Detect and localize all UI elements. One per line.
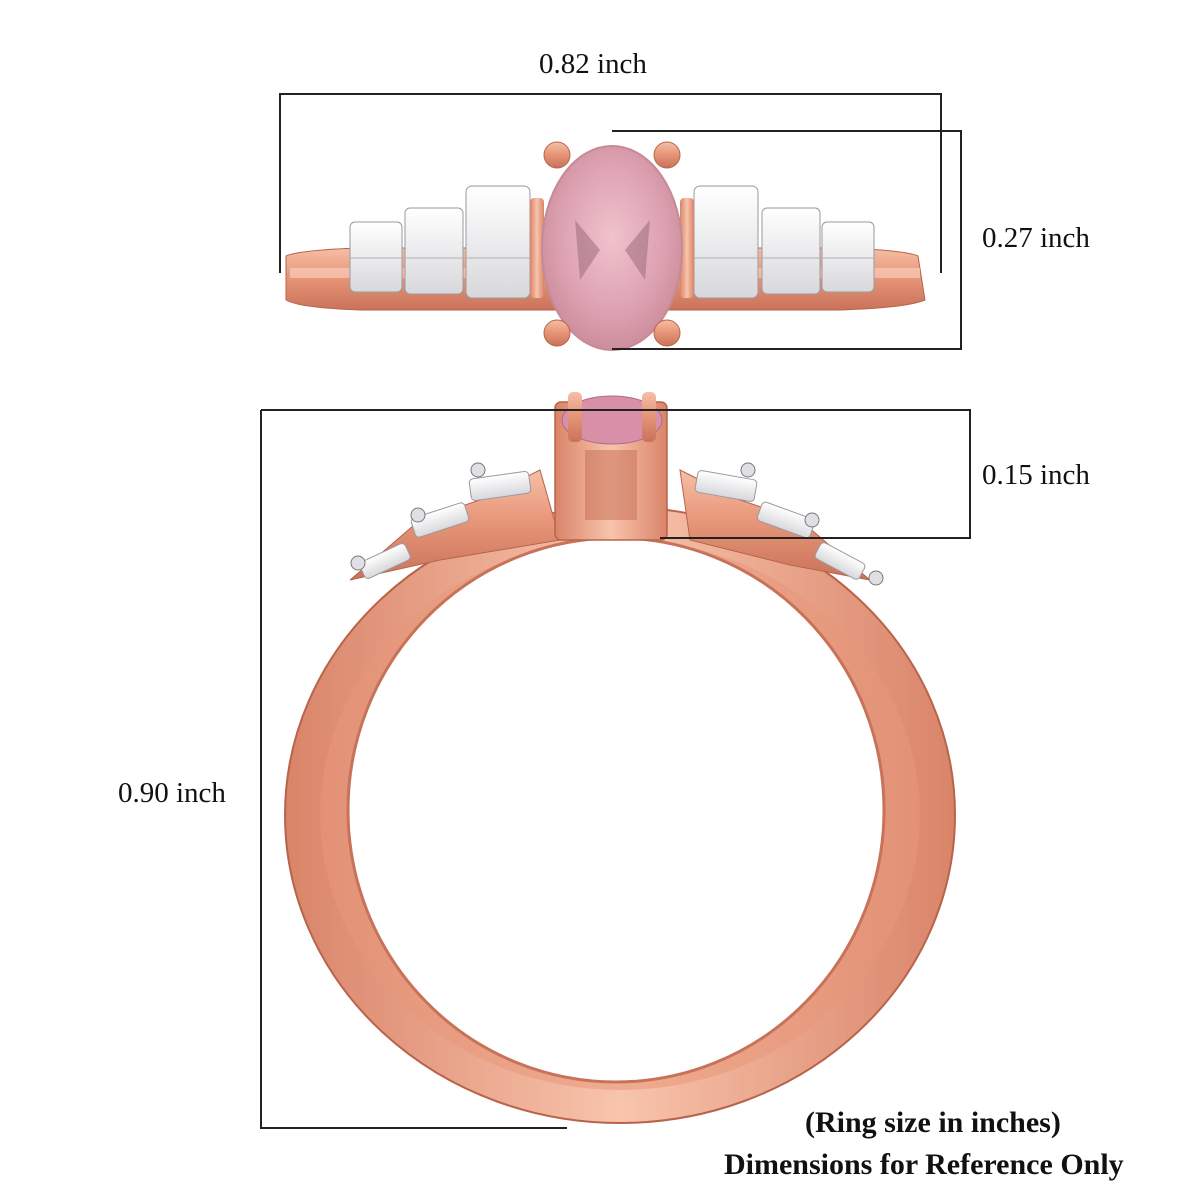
- height-bracket: [612, 130, 962, 350]
- side-center-stone: [561, 395, 663, 445]
- right-baguettes: [693, 185, 875, 299]
- side-view-ring: [284, 392, 956, 1124]
- ring-height-bracket: [260, 410, 567, 1129]
- center-stone: [541, 145, 683, 351]
- side-baguettes: [349, 462, 884, 586]
- width-dimension-label: 0.82 inch: [539, 48, 647, 80]
- caption-reference-only: Dimensions for Reference Only: [724, 1148, 1124, 1181]
- setting-bracket: [261, 409, 971, 539]
- top-view-ring: [285, 141, 926, 351]
- ring-height-dimension-label: 0.90 inch: [118, 777, 226, 809]
- setting-height-dimension-label: 0.15 inch: [982, 459, 1090, 491]
- height-dimension-label: 0.27 inch: [982, 222, 1090, 254]
- width-bracket: [279, 93, 942, 273]
- left-baguettes: [349, 185, 531, 299]
- dimension-lines: [260, 93, 971, 1129]
- caption-ring-size: (Ring size in inches): [805, 1106, 1061, 1139]
